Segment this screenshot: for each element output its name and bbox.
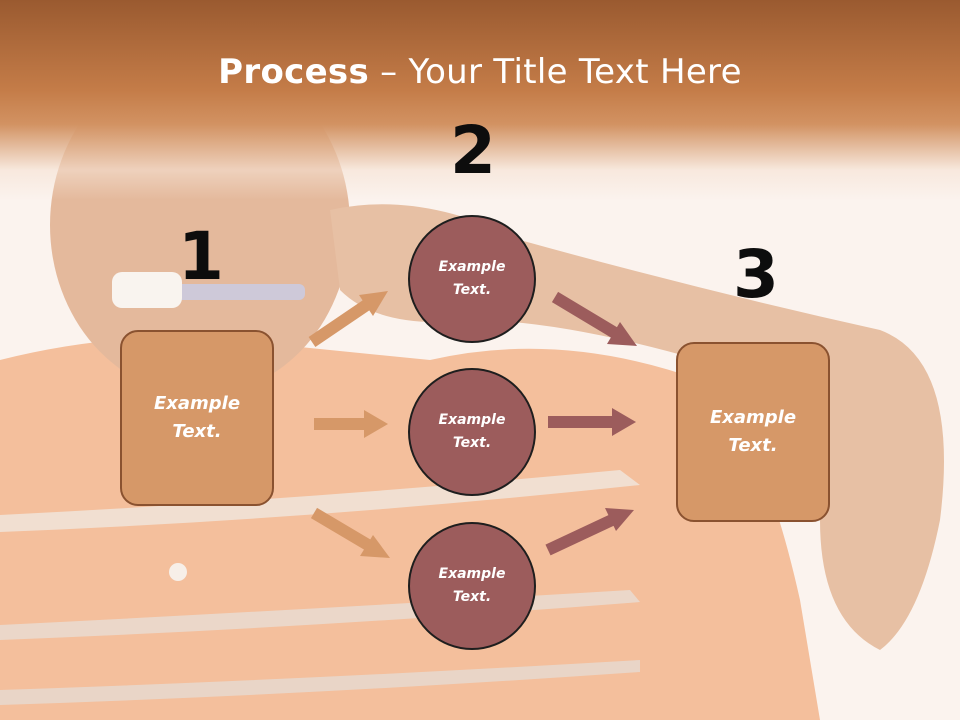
step-1-box-text: Example Text. (153, 393, 241, 442)
step-number-1: 1 (178, 218, 224, 295)
circle-bottom-text: Example Text. (438, 565, 506, 605)
circle-middle-text: Example Text. (438, 411, 506, 451)
title-rest: – Your Title Text Here (369, 52, 742, 92)
step-3-box-text: Example Text. (709, 407, 797, 456)
circle-top-text: Example Text. (438, 258, 506, 298)
step-2-circle-top: Example Text. (408, 215, 536, 343)
slide-title: Process – Your Title Text Here (0, 52, 960, 92)
step-1-box: Example Text. (120, 330, 274, 506)
step-2-circle-bottom: Example Text. (408, 522, 536, 650)
step-number-2: 2 (450, 112, 496, 189)
title-bold: Process (218, 52, 370, 92)
step-2-circle-middle: Example Text. (408, 368, 536, 496)
step-number-3: 3 (733, 236, 779, 313)
step-3-box: Example Text. (676, 342, 830, 522)
header-band (0, 0, 960, 200)
